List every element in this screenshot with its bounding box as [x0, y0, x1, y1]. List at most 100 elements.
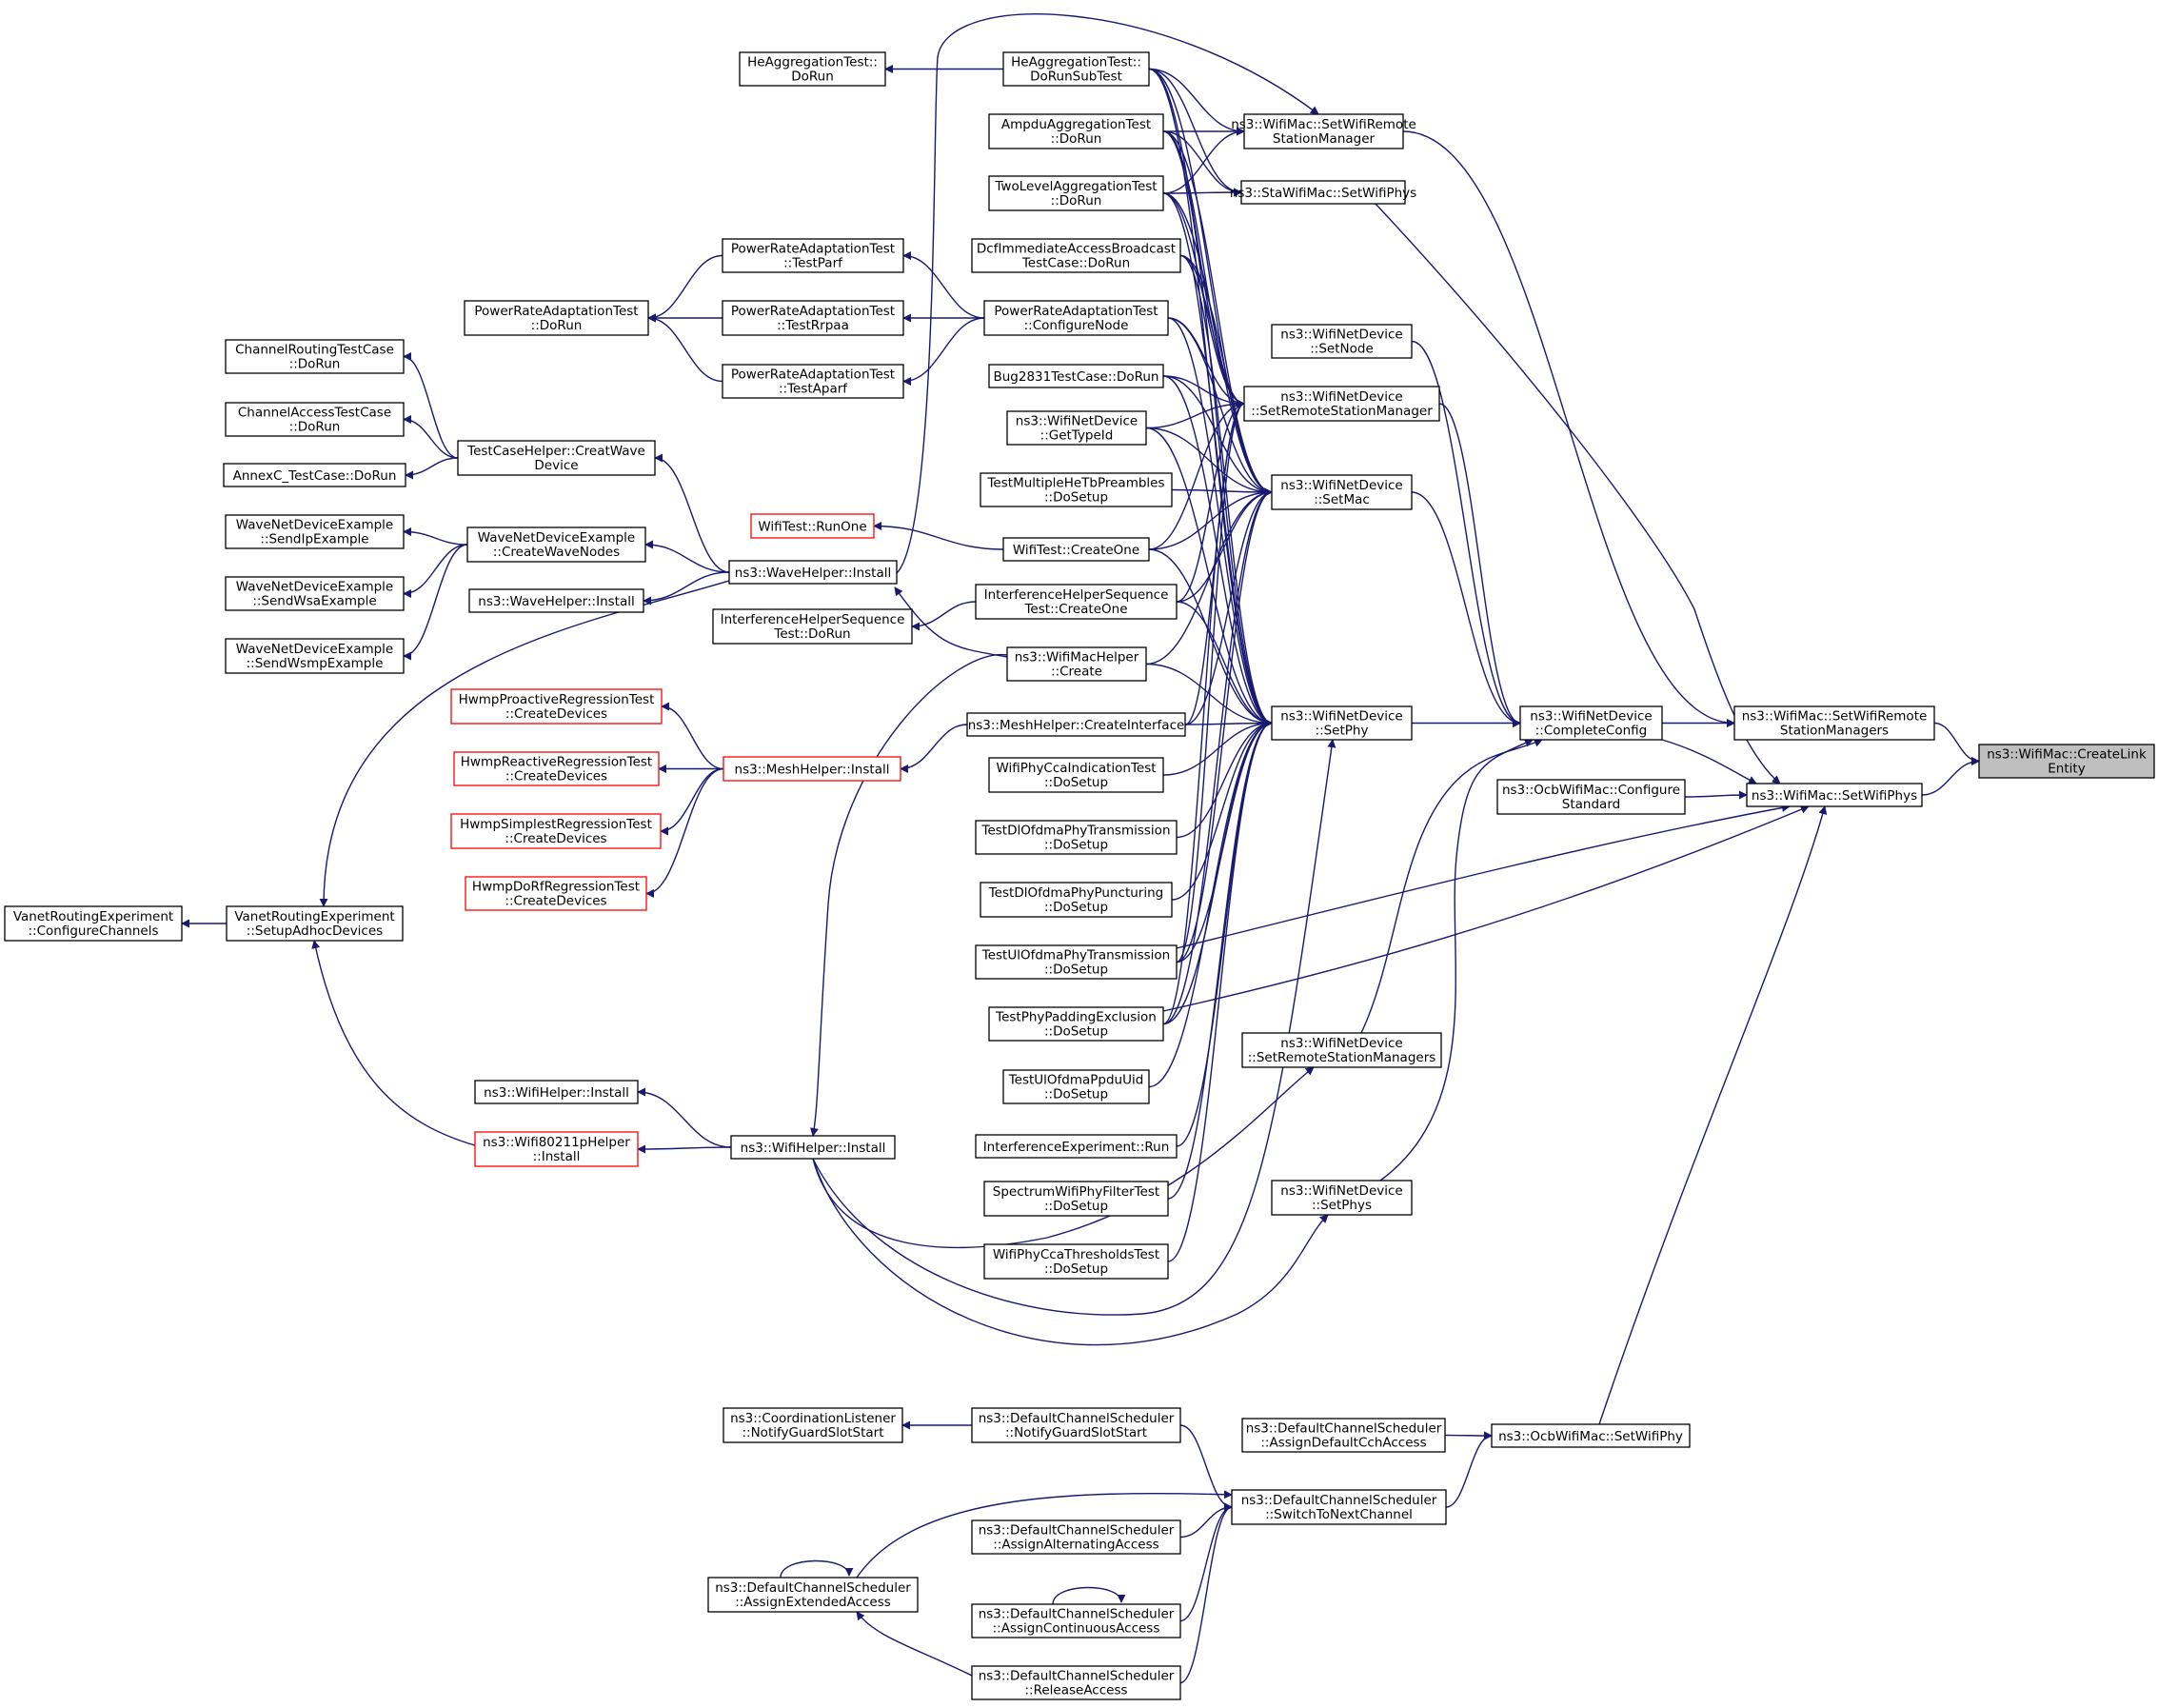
node-staSetWifiPhys[interactable]: ns3::StaWifiMac::SetWifiPhys — [1230, 180, 1416, 205]
node-hwmpSimplest[interactable]: HwmpSimplestRegressionTest::CreateDevice… — [450, 813, 662, 849]
edge-waveHelperInstall-to-wndeCreateWave — [644, 540, 730, 573]
node-hwmpReactive[interactable]: HwmpReactiveRegressionTest::CreateDevice… — [453, 751, 660, 786]
node-setWifiRSM[interactable]: ns3::WifiMac::SetWifiRemoteStationManage… — [1231, 113, 1416, 149]
node-testMultipleHe[interactable]: TestMultipleHeTbPreambles::DoSetup — [980, 472, 1173, 507]
node-assignExtended[interactable]: ns3::DefaultChannelScheduler::AssignExte… — [707, 1577, 919, 1613]
node-box — [975, 584, 1178, 620]
node-ihsCreateOne[interactable]: InterferenceHelperSequenceTest::CreateOn… — [975, 584, 1178, 620]
node-ccaIndication[interactable]: WifiPhyCcaIndicationTest::DoSetup — [988, 757, 1164, 793]
node-phyPadding[interactable]: TestPhyPaddingExclusion::DoSetup — [988, 1006, 1164, 1042]
edge-twoLevelDoRun-to-setPhy — [1162, 192, 1273, 727]
node-setMac[interactable]: ns3::WifiNetDevice::SetMac — [1271, 474, 1413, 510]
node-dlOfdmaTx[interactable]: TestDlOfdmaPhyTransmission::DoSetup — [975, 820, 1178, 855]
node-label-line-2: Standard — [1562, 797, 1620, 812]
edge-heAggDoRunSub-to-setWifiRSM — [1148, 68, 1245, 136]
edge-macHelperCreate-to-wifiHelperInstall — [810, 654, 1008, 1137]
node-getTypeId[interactable]: ns3::WifiNetDevice::GetTypeId — [1006, 410, 1147, 446]
node-box — [466, 526, 646, 563]
node-waveHelperInstall[interactable]: ns3::WaveHelper::Install — [728, 560, 898, 585]
node-dlOfdmaPunct[interactable]: TestDlOfdmaPhyPuncturing::DoSetup — [980, 882, 1173, 918]
node-praTestParf[interactable]: PowerRateAdaptationTest::TestParf — [722, 238, 904, 273]
edge-phyPadding-to-setMac — [1162, 487, 1273, 1025]
node-assignDefaultCch[interactable]: ns3::DefaultChannelScheduler::AssignDefa… — [1241, 1418, 1446, 1453]
node-macHelperCreate[interactable]: ns3::WifiMacHelper::Create — [1006, 646, 1147, 682]
node-assignContinuous[interactable]: ns3::DefaultChannelScheduler::AssignCont… — [971, 1603, 1181, 1638]
node-label-line-1: ns3::DefaultChannelScheduler — [715, 1580, 911, 1596]
node-label-line-2: ::ConfigureChannels — [29, 924, 159, 939]
node-label-line-1: ns3::WifiMac::SetWifiRemote — [1742, 709, 1928, 725]
nodes-layer: ns3::WifiMac::CreateLinkEntityns3::WifiM… — [4, 51, 2155, 1700]
node-hwmpDoRf[interactable]: HwmpDoRfRegressionTest::CreateDevices — [465, 876, 647, 911]
node-switchToNext[interactable]: ns3::DefaultChannelScheduler::SwitchToNe… — [1231, 1489, 1447, 1525]
node-wifiTestRunOne[interactable]: WifiTest::RunOne — [750, 513, 875, 539]
node-wifiHelperInstall[interactable]: ns3::WifiHelper::Install — [730, 1135, 896, 1160]
node-meshInstall[interactable]: ns3::MeshHelper::Install — [723, 756, 901, 782]
node-box — [971, 1603, 1181, 1638]
node-wifi80211p[interactable]: ns3::Wifi80211pHelper::Install — [474, 1131, 639, 1167]
node-hwmpProactive[interactable]: HwmpProactiveRegressionTest::CreateDevic… — [450, 688, 663, 725]
node-heAggDoRunSub[interactable]: HeAggregationTest::DoRunSubTest — [1002, 51, 1150, 87]
node-twoLevelDoRun[interactable]: TwoLevelAggregationTest::DoRun — [988, 175, 1164, 211]
node-meshCreateIface[interactable]: ns3::MeshHelper::CreateInterface — [966, 712, 1186, 737]
node-assignAlternating[interactable]: ns3::DefaultChannelScheduler::AssignAlte… — [971, 1519, 1181, 1555]
node-setPhys[interactable]: ns3::WifiNetDevice::SetPhys — [1271, 1180, 1413, 1216]
node-setRSM[interactable]: ns3::WifiNetDevice::SetRemoteStationMana… — [1243, 386, 1440, 422]
node-channelRouting[interactable]: ChannelRoutingTestCase::DoRun — [225, 339, 405, 374]
node-setWifiPhys[interactable]: ns3::WifiMac::SetWifiPhys — [1746, 783, 1923, 807]
node-praDoRun[interactable]: PowerRateAdaptationTest::DoRun — [464, 300, 649, 336]
node-ulOfdmaTx[interactable]: TestUlOfdmaPhyTransmission::DoSetup — [975, 944, 1178, 980]
node-heAggDoRun[interactable]: HeAggregationTest::DoRun — [739, 51, 886, 87]
node-ocbSetWifiPhy[interactable]: ns3::OcbWifiMac::SetWifiPhy — [1491, 1423, 1691, 1448]
node-wifiTestCreateOne[interactable]: WifiTest::CreateOne — [1002, 537, 1150, 562]
node-annexC[interactable]: AnnexC_TestCase::DoRun — [223, 463, 406, 487]
node-setRSMs[interactable]: ns3::WifiNetDevice::SetRemoteStationMana… — [1241, 1032, 1442, 1068]
node-label-line-2: ::CreateWaveNodes — [493, 545, 620, 560]
node-releaseAccess[interactable]: ns3::DefaultChannelScheduler::ReleaseAcc… — [971, 1665, 1181, 1700]
node-label-line-1: ns3::WifiNetDevice — [1280, 389, 1402, 405]
node-setWifiRemoteStationManagers[interactable]: ns3::WifiMac::SetWifiRemoteStationManage… — [1733, 705, 1935, 741]
node-praConfigureNode[interactable]: PowerRateAdaptationTest::ConfigureNode — [983, 300, 1169, 336]
node-setPhy[interactable]: ns3::WifiNetDevice::SetPhy — [1271, 705, 1413, 741]
node-praTestAparf[interactable]: PowerRateAdaptationTest::TestAparf — [722, 364, 904, 399]
node-completeConfig[interactable]: ns3::WifiNetDevice::CompleteConfig — [1519, 705, 1663, 741]
node-interfExpRun[interactable]: InterferenceExperiment::Run — [975, 1134, 1178, 1159]
node-label-line-1: ns3::OcbWifiMac::Configure — [1502, 783, 1680, 798]
node-label-line-1: HwmpDoRfRegressionTest — [472, 880, 640, 895]
node-ampduDoRun[interactable]: AmpduAggregationTest::DoRun — [988, 113, 1164, 149]
node-wndeSendWsmp[interactable]: WaveNetDeviceExample::SendWsmpExample — [225, 638, 405, 674]
node-label-line-2: ::TestParf — [783, 256, 843, 271]
node-box — [728, 560, 898, 585]
node-dcfImmediate[interactable]: DcfImmediateAccessBroadcastTestCase::DoR… — [971, 238, 1181, 273]
node-waveHelperInstall2[interactable]: ns3::WaveHelper::Install — [468, 588, 644, 613]
node-praTestRrpaa[interactable]: PowerRateAdaptationTest::TestRrpaa — [722, 300, 904, 336]
node-vanetConfigure[interactable]: VanetRoutingExperiment::ConfigureChannel… — [4, 905, 183, 942]
node-notifyGuardSched[interactable]: ns3::DefaultChannelScheduler::NotifyGuar… — [971, 1407, 1181, 1443]
node-channelAccess[interactable]: ChannelAccessTestCase::DoRun — [225, 402, 405, 437]
node-box — [1243, 113, 1404, 149]
edge-meshCreateIface-to-setMac — [1184, 487, 1273, 725]
node-ccaThresholds[interactable]: WifiPhyCcaThresholdsTest::DoSetup — [983, 1243, 1169, 1280]
node-box — [223, 463, 406, 487]
node-vanetSetup[interactable]: VanetRoutingExperiment::SetupAdhocDevice… — [226, 905, 404, 942]
node-wndeSendIp[interactable]: WaveNetDeviceExample::SendIpExample — [225, 514, 405, 549]
node-coordNotify[interactable]: ns3::CoordinationListener::NotifyGuardSl… — [723, 1407, 903, 1443]
node-wndeSendWsa[interactable]: WaveNetDeviceExample::SendWsaExample — [225, 576, 405, 611]
node-spectrumFilter[interactable]: SpectrumWifiPhyFilterTest::DoSetup — [983, 1181, 1169, 1217]
node-setNode[interactable]: ns3::WifiNetDevice::SetNode — [1271, 324, 1413, 359]
node-bug2831[interactable]: Bug2831TestCase::DoRun — [988, 364, 1164, 388]
node-label-line-2: ::AssignContinuousAccess — [993, 1621, 1160, 1637]
edge-wifiTestCreateOne-to-wifiTestRunOne — [873, 522, 1004, 550]
node-label-line-1: InterferenceHelperSequence — [984, 587, 1169, 603]
node-label-line-1: HwmpSimplestRegressionTest — [460, 817, 652, 832]
node-ulOfdmaPpdu[interactable]: TestUlOfdmaPpduUid::DoSetup — [1002, 1069, 1150, 1104]
edge-wifiTestCreateOne-to-setMac — [1148, 487, 1273, 550]
node-wndeCreateWave[interactable]: WaveNetDeviceExample::CreateWaveNodes — [466, 526, 646, 563]
node-wifiHelperInstall2[interactable]: ns3::WifiHelper::Install — [474, 1080, 639, 1104]
node-label-line-1: InterferenceExperiment::Run — [983, 1140, 1170, 1155]
node-label-line-1: ns3::DefaultChannelScheduler — [979, 1607, 1175, 1622]
edge-assignContinuous-to-switchToNext — [1179, 1502, 1233, 1622]
